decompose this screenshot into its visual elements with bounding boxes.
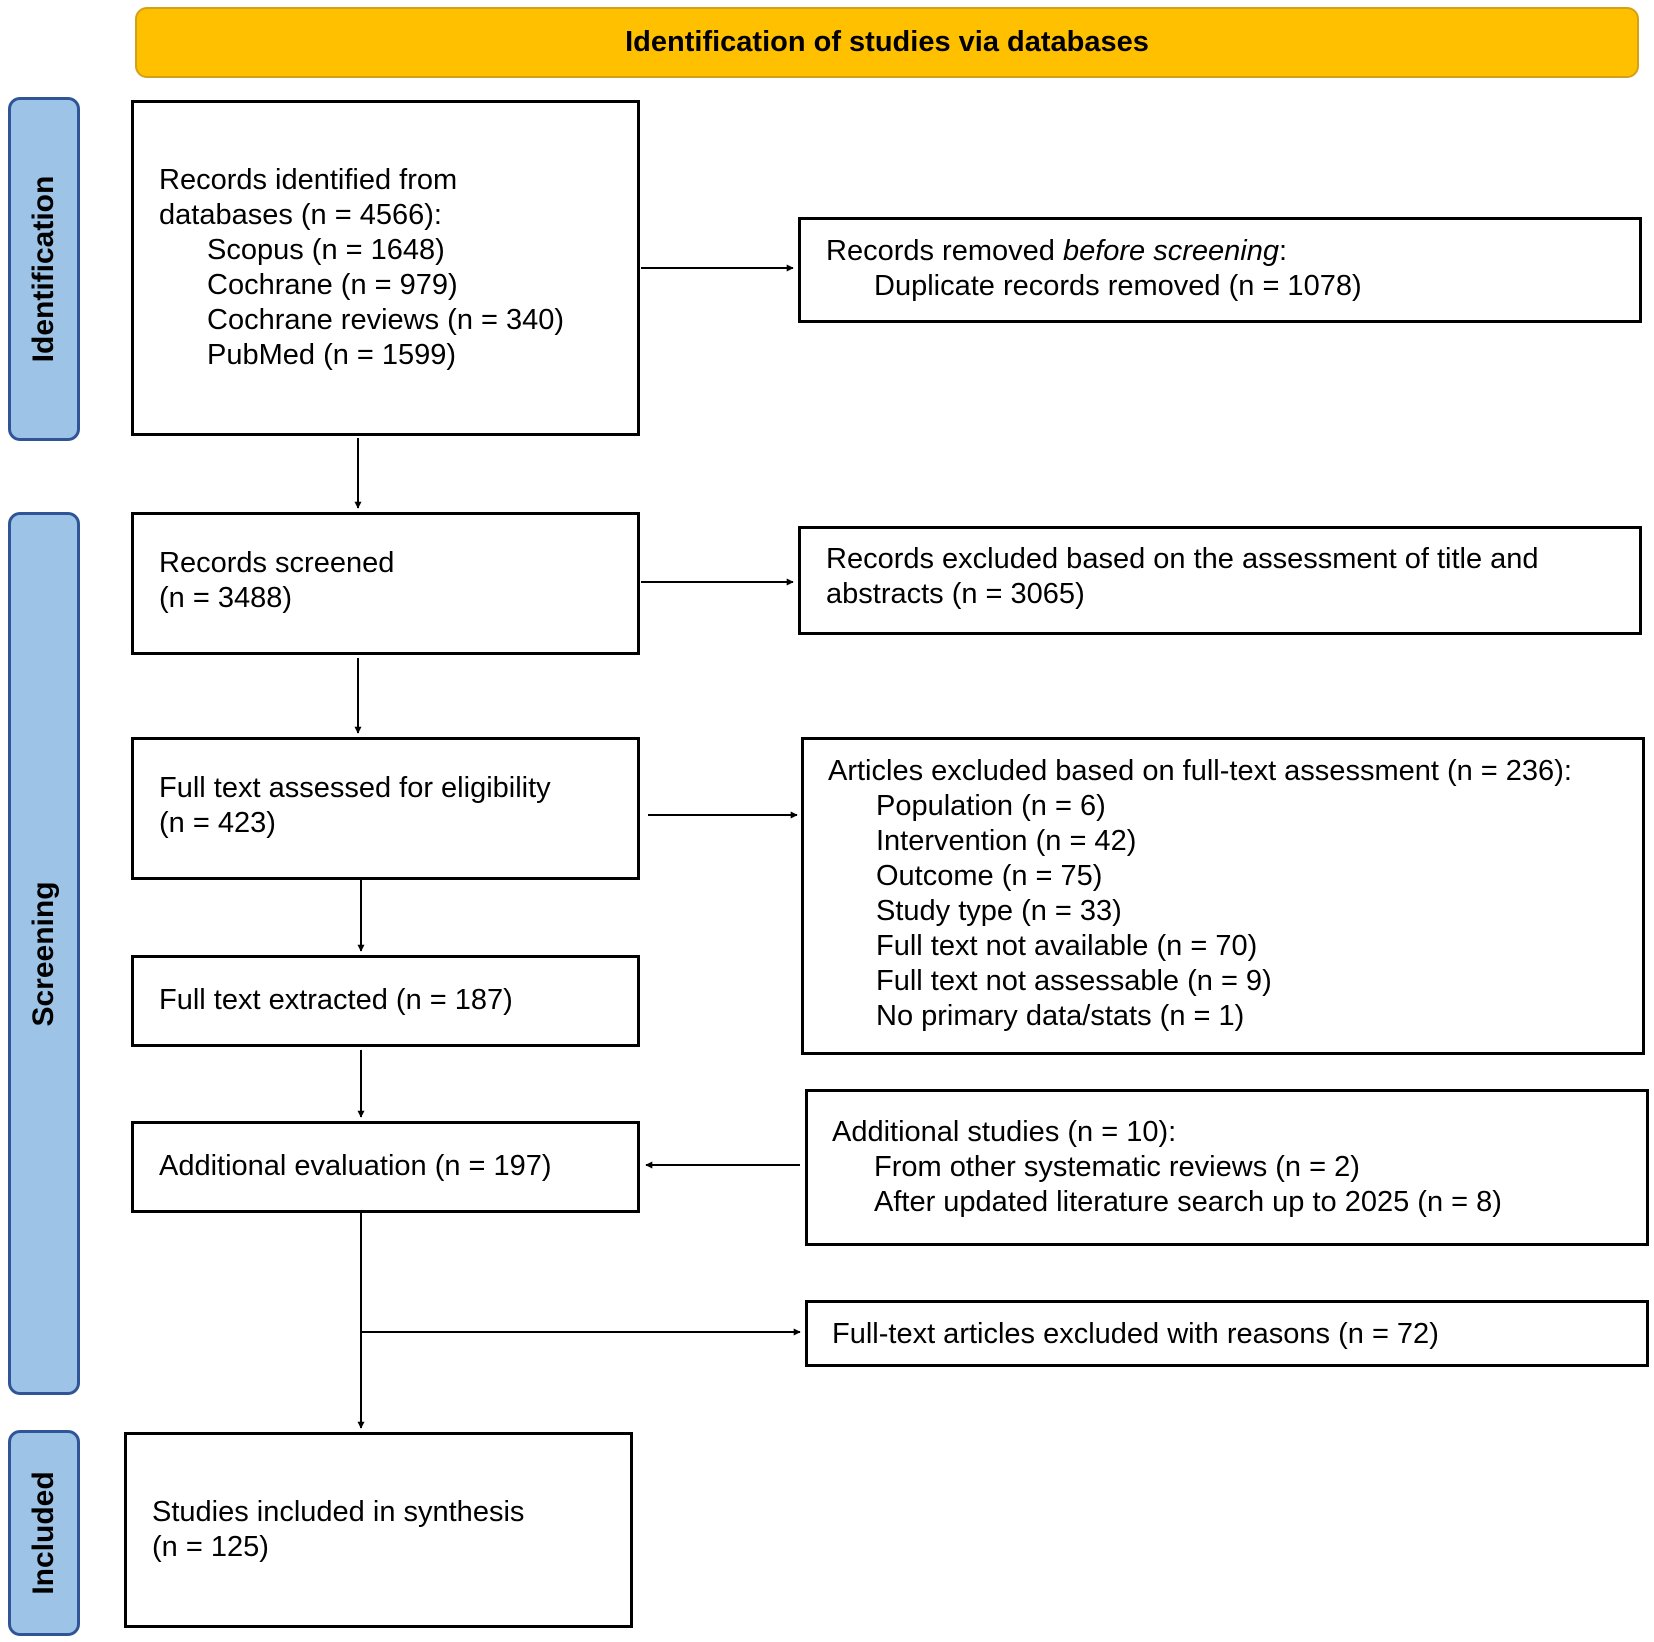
additional-evaluation-box: Additional evaluation (n = 197) <box>131 1121 640 1213</box>
source-pubmed: PubMed (n = 1599) <box>207 339 457 371</box>
records-identified-box: Records identified from databases (n = 4… <box>131 100 640 436</box>
articles-excluded-title: Articles excluded based on full-text ass… <box>828 755 1572 787</box>
phase-included: Included <box>8 1430 80 1636</box>
additional-studies-title: Additional studies (n = 10): <box>832 1116 1177 1148</box>
studies-included-box: Studies included in synthesis (n = 125) <box>124 1432 633 1628</box>
fulltext-assessed-line2: (n = 423) <box>159 807 276 839</box>
fulltext-extracted-line1: Full text extracted (n = 187) <box>159 984 513 1016</box>
fulltext-assessed-box: Full text assessed for eligibility (n = … <box>131 737 640 880</box>
additional-studies-box: Additional studies (n = 10): From other … <box>805 1089 1649 1246</box>
header-banner: Identification of studies via databases <box>135 7 1639 78</box>
records-screened-line1: Records screened <box>159 547 395 579</box>
fulltext-excluded-reasons-box: Full-text articles excluded with reasons… <box>805 1300 1649 1367</box>
source-scopus: Scopus (n = 1648) <box>207 234 445 266</box>
reason-population: Population (n = 6) <box>876 790 1106 822</box>
records-excluded-line2: abstracts (n = 3065) <box>826 578 1085 610</box>
reason-not-assessable: Full text not assessable (n = 9) <box>876 965 1272 997</box>
records-identified-line1: Records identified from <box>159 164 458 196</box>
reason-no-primary-data: No primary data/stats (n = 1) <box>876 1000 1245 1032</box>
records-screened-box: Records screened (n = 3488) <box>131 512 640 655</box>
fulltext-assessed-line1: Full text assessed for eligibility <box>159 772 551 804</box>
phase-identification: Identification <box>8 97 80 441</box>
records-excluded-box: Records excluded based on the assessment… <box>798 526 1642 635</box>
articles-excluded-box: Articles excluded based on full-text ass… <box>801 737 1645 1055</box>
source-cochrane-reviews: Cochrane reviews (n = 340) <box>207 304 565 336</box>
phase-screening: Screening <box>8 512 80 1395</box>
fulltext-extracted-box: Full text extracted (n = 187) <box>131 955 640 1047</box>
fulltext-excluded-reasons-line1: Full-text articles excluded with reasons… <box>832 1318 1439 1350</box>
records-identified-line2: databases (n = 4566): <box>159 199 442 231</box>
records-removed-box: Records removed before screening: Duplic… <box>798 217 1642 323</box>
header-title: Identification of studies via databases <box>625 26 1149 58</box>
studies-included-line2: (n = 125) <box>152 1531 269 1563</box>
records-screened-line2: (n = 3488) <box>159 582 293 614</box>
duplicates-removed: Duplicate records removed (n = 1078) <box>874 270 1362 302</box>
additional-updated-search: After updated literature search up to 20… <box>874 1186 1502 1218</box>
records-removed-title: Records removed before screening: <box>826 235 1288 267</box>
additional-from-reviews: From other systematic reviews (n = 2) <box>874 1151 1360 1183</box>
reason-study-type: Study type (n = 33) <box>876 895 1122 927</box>
reason-outcome: Outcome (n = 75) <box>876 860 1103 892</box>
additional-evaluation-line1: Additional evaluation (n = 197) <box>159 1150 552 1182</box>
source-cochrane: Cochrane (n = 979) <box>207 269 458 301</box>
reason-not-available: Full text not available (n = 70) <box>876 930 1258 962</box>
studies-included-line1: Studies included in synthesis <box>152 1496 525 1528</box>
reason-intervention: Intervention (n = 42) <box>876 825 1137 857</box>
records-excluded-line1: Records excluded based on the assessment… <box>826 543 1539 575</box>
